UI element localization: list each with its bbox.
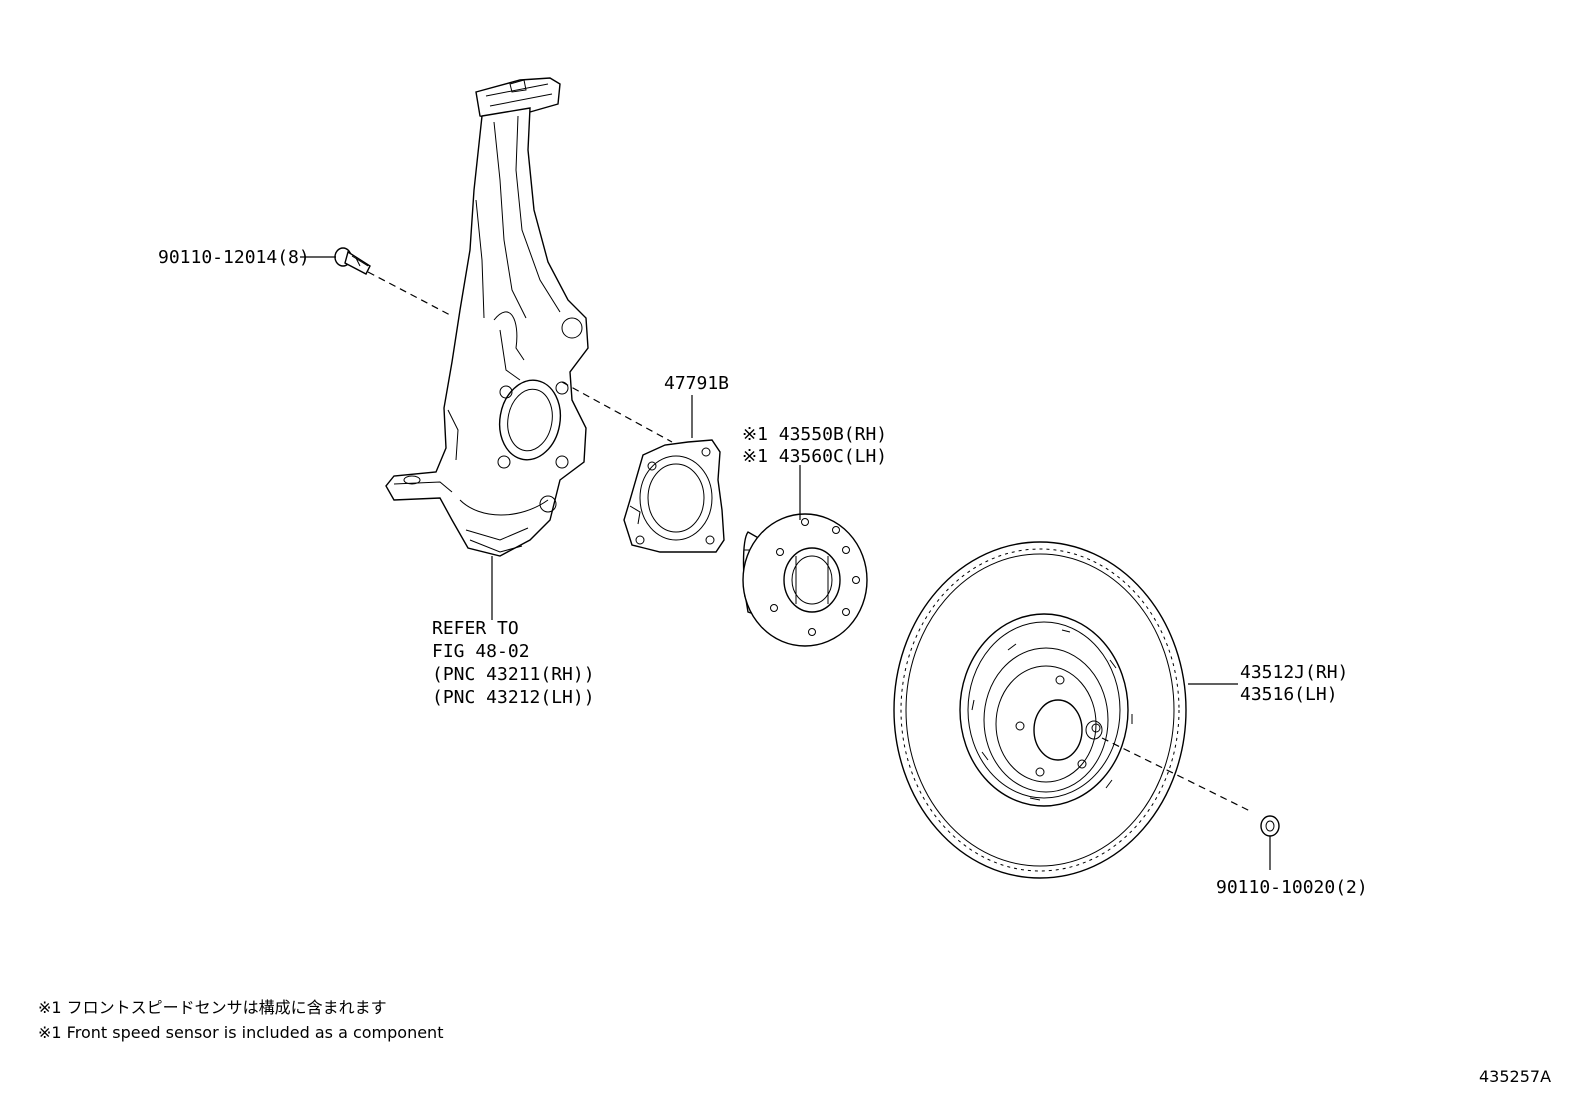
- brake-rotor: [893, 541, 1187, 879]
- steering-knuckle: [385, 77, 589, 557]
- knuckle-ref-line-4: (PNC 43212(LH)): [432, 687, 595, 708]
- figure-number: 435257A: [1479, 1067, 1551, 1086]
- footnote-japanese: ※1 フロントスピードセンサは構成に含まれます: [38, 998, 387, 1017]
- bolt-90110-12014: [334, 247, 371, 275]
- knuckle-reference: REFER TO FIG 48-02 (PNC 43211(RH)) (PNC …: [432, 618, 595, 708]
- label-bolt-knuckle: 90110-12014(8): [158, 247, 310, 268]
- label-hub-rh: ※1 43550B(RH): [742, 424, 887, 445]
- label-rotor-rh: 43512J(RH): [1240, 662, 1348, 683]
- knuckle-ref-line-3: (PNC 43211(RH)): [432, 664, 595, 685]
- hub-bearing-assembly: [742, 513, 868, 647]
- dust-cover-47791b: [623, 439, 725, 553]
- dash-bolt-to-knuckle: [367, 271, 453, 317]
- screw-90110-10020: [1260, 815, 1280, 837]
- footnote-english: ※1 Front speed sensor is included as a c…: [38, 1023, 443, 1042]
- dash-knuckle-to-cover: [561, 381, 673, 443]
- knuckle-ref-line-2: FIG 48-02: [432, 641, 530, 662]
- label-rotor-lh: 43516(LH): [1240, 684, 1338, 705]
- label-dust-cover: 47791B: [664, 373, 729, 394]
- label-screw: 90110-10020(2): [1216, 877, 1368, 898]
- knuckle-ref-line-1: REFER TO: [432, 618, 519, 639]
- dash-rotor-to-screw: [1101, 737, 1253, 813]
- label-hub-lh: ※1 43560C(LH): [742, 446, 887, 467]
